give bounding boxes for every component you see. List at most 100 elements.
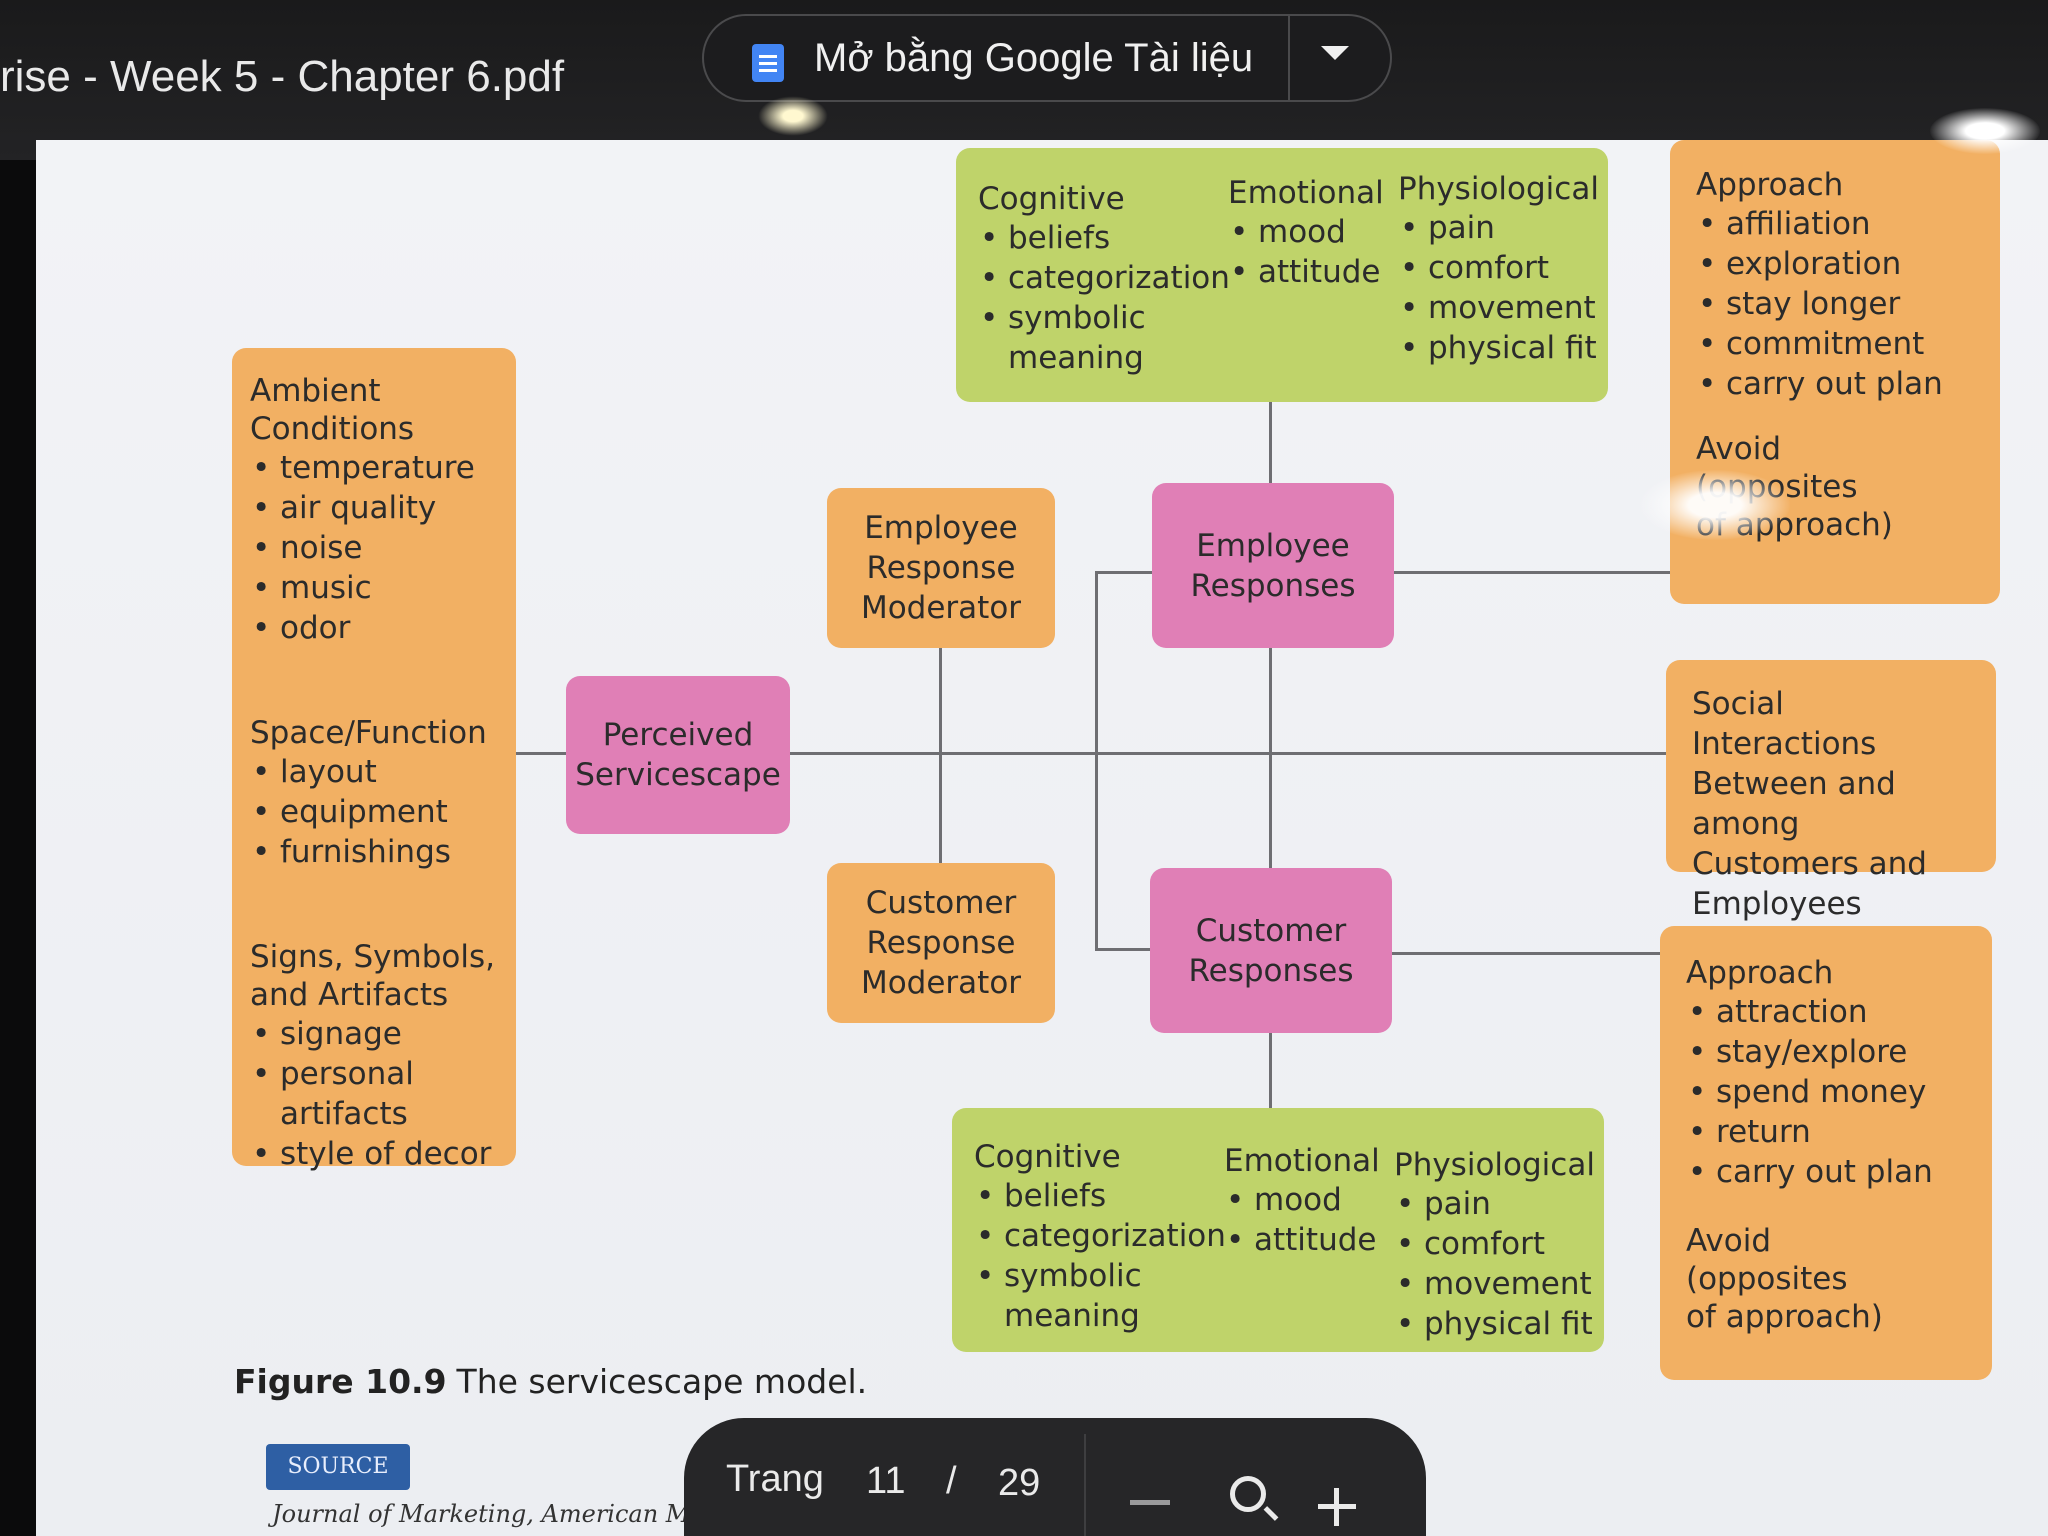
list-item: stay longer [1696, 284, 1974, 324]
list-item: stay/explore [1686, 1032, 1966, 1072]
list-item: physical fit [1398, 328, 1598, 368]
list-item: mood [1224, 1180, 1384, 1220]
physiological-list: pain comfort movement physical fit [1394, 1184, 1594, 1344]
ambient-conditions-list: temperature air quality noise music odor [250, 448, 498, 648]
emotional-heading: Emotional [1228, 175, 1384, 211]
employee-internal-responses-box: Cognitive beliefs categorization symboli… [956, 148, 1608, 402]
avoid-heading: Avoid [1686, 1223, 1771, 1259]
page-navigation-bar: Trang 11 / 29 [684, 1418, 1426, 1536]
open-with-label: Mở bằng Google Tài liệu [814, 36, 1254, 80]
environmental-dimensions-box: Ambient Conditions temperature air quali… [232, 348, 516, 1174]
employee-responses-box: Employee Responses [1152, 483, 1394, 648]
list-item: symbolic meaning [978, 298, 1222, 378]
button-divider [1288, 16, 1290, 100]
list-item: music [250, 568, 498, 608]
list-item: pain [1398, 208, 1598, 248]
list-item: noise [250, 528, 498, 568]
list-item: attitude [1224, 1220, 1384, 1260]
plus-icon-stroke[interactable] [1334, 1488, 1339, 1526]
signs-symbols-list: signage personal artifacts style of deco… [250, 1014, 498, 1174]
list-item: beliefs [974, 1176, 1218, 1216]
list-item: exploration [1696, 244, 1974, 284]
approach-heading: Approach [1696, 167, 1844, 203]
document-title: rise - Week 5 - Chapter 6.pdf [0, 52, 565, 101]
pager-divider [1084, 1434, 1086, 1536]
list-item: commitment [1696, 324, 1974, 364]
list-item: carry out plan [1686, 1152, 1966, 1192]
figure-number: Figure 10.9 [234, 1362, 447, 1401]
approach-list: affiliation exploration stay longer comm… [1696, 204, 1974, 404]
customer-response-moderator-box: Customer Response Moderator [827, 863, 1055, 1023]
list-item: pain [1394, 1184, 1594, 1224]
cognitive-column: Cognitive beliefs categorization symboli… [974, 1138, 1226, 1336]
physiological-column: Physiological pain comfort movement phys… [1398, 170, 1599, 368]
list-item: signage [250, 1014, 498, 1054]
list-item: style of decor [250, 1134, 498, 1174]
list-item: comfort [1394, 1224, 1594, 1264]
physiological-heading: Physiological [1394, 1147, 1595, 1183]
zoom-in-icon[interactable] [1230, 1476, 1266, 1512]
physiological-list: pain comfort movement physical fit [1398, 208, 1598, 368]
open-with-google-docs-button[interactable]: Mở bằng Google Tài liệu [702, 14, 1392, 102]
current-page-input[interactable]: 11 [866, 1460, 906, 1502]
list-item: return [1686, 1112, 1966, 1152]
connector-responses-vertical [1269, 400, 1272, 1262]
ambient-conditions-heading: Ambient Conditions [250, 373, 415, 447]
list-item: personal artifacts [250, 1054, 498, 1134]
list-item: affiliation [1696, 204, 1974, 244]
emotional-column: Emotional mood attitude [1228, 174, 1388, 292]
list-item: symbolic meaning [974, 1256, 1218, 1336]
connector-customer-behaviors [1382, 952, 1800, 955]
connector-employee-behaviors [1382, 571, 1808, 574]
perceived-servicescape-box: Perceived Servicescape [566, 676, 790, 834]
connector-main-horizontal [516, 752, 1798, 755]
emotional-heading: Emotional [1224, 1143, 1380, 1179]
list-item: furnishings [250, 832, 498, 872]
list-item: comfort [1398, 248, 1598, 288]
customer-behaviors-box: Approach attraction stay/explore spend m… [1660, 926, 1992, 1380]
signs-symbols-heading: Signs, Symbols, and Artifacts [250, 939, 495, 1013]
list-item: movement [1398, 288, 1598, 328]
avoid-text: (opposites of approach) [1686, 1261, 1883, 1335]
list-item: beliefs [978, 218, 1222, 258]
cognitive-column: Cognitive beliefs categorization symboli… [978, 180, 1230, 378]
cognitive-heading: Cognitive [978, 181, 1125, 217]
cognitive-list: beliefs categorization symbolic meaning [974, 1176, 1226, 1336]
list-item: odor [250, 608, 498, 648]
figure-title: The servicescape model. [456, 1362, 868, 1401]
connector-response-bracket [1095, 571, 1098, 951]
ambient-conditions-group: Ambient Conditions temperature air quali… [250, 372, 498, 648]
social-interactions-box: Social Interactions Between and among Cu… [1666, 660, 1996, 922]
approach-list: attraction stay/explore spend money retu… [1686, 992, 1966, 1192]
screen-glare [758, 96, 828, 136]
list-item: temperature [250, 448, 498, 488]
screen-glare [1640, 470, 1790, 540]
cognitive-list: beliefs categorization symbolic meaning [978, 218, 1230, 378]
space-function-heading: Space/Function [250, 715, 487, 751]
signs-symbols-group: Signs, Symbols, and Artifacts signage pe… [250, 938, 498, 1174]
total-pages: 29 [998, 1462, 1041, 1504]
list-item: categorization [974, 1216, 1226, 1256]
social-interactions-label: Social Interactions Between and among Cu… [1692, 686, 1927, 922]
viewer-top-bar: rise - Week 5 - Chapter 6.pdf Mở bằng Go… [0, 0, 2048, 160]
employee-response-moderator-box: Employee Response Moderator [827, 488, 1055, 648]
list-item: categorization [978, 258, 1230, 298]
customer-responses-box: Customer Responses [1150, 868, 1392, 1033]
cognitive-heading: Cognitive [974, 1139, 1121, 1175]
emotional-column: Emotional mood attitude [1224, 1142, 1384, 1260]
list-item: movement [1394, 1264, 1594, 1304]
zoom-out-icon[interactable] [1130, 1500, 1170, 1505]
chevron-down-icon[interactable] [1321, 46, 1349, 60]
list-item: physical fit [1394, 1304, 1594, 1344]
list-item: layout [250, 752, 498, 792]
page-label: Trang [726, 1458, 824, 1500]
approach-heading: Approach [1686, 955, 1834, 991]
list-item: attitude [1228, 252, 1388, 292]
emotional-list: mood attitude [1228, 212, 1388, 292]
google-docs-icon [752, 44, 784, 82]
list-item: air quality [250, 488, 498, 528]
space-function-list: layout equipment furnishings [250, 752, 498, 872]
list-item: spend money [1686, 1072, 1966, 1112]
customer-internal-responses-box: Cognitive beliefs categorization symboli… [952, 1108, 1604, 1352]
